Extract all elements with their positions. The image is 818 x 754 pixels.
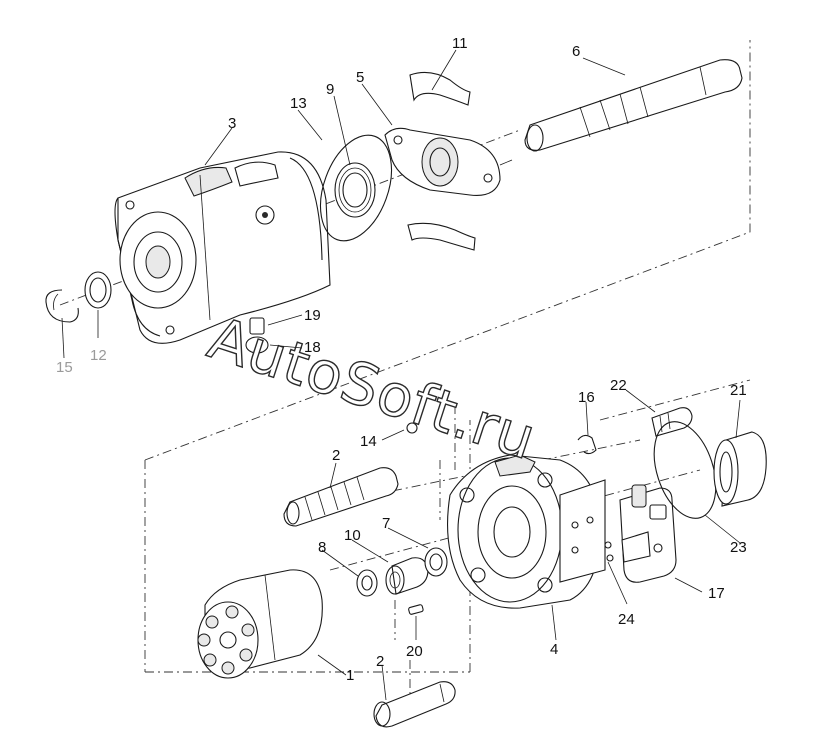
bushing: [713, 431, 767, 507]
callout-23: 23: [730, 539, 747, 556]
large-o-ring: [653, 421, 717, 519]
o-ring-small: [406, 422, 418, 434]
plug-small: [604, 541, 614, 562]
callout-17: 17: [708, 585, 725, 602]
callout-11: 11: [452, 35, 468, 52]
bearing-bracket: [384, 127, 513, 196]
thrust-washer: [356, 569, 378, 597]
clamp-halves: [407, 71, 476, 251]
compensator-valve: [619, 484, 677, 583]
control-spool: [283, 467, 399, 527]
pump-housing: [114, 151, 331, 344]
callout-21: 21: [730, 382, 747, 399]
callout-5: 5: [356, 69, 364, 86]
retaining-ring: [424, 547, 448, 577]
shaft-seal: [84, 271, 112, 309]
small-fittings: [245, 317, 269, 354]
callout-13: 13: [290, 95, 307, 112]
callout-4: 4: [550, 641, 558, 658]
ball-bearing: [334, 162, 376, 218]
callout-2-lower: 2: [376, 653, 384, 670]
callout-12: 12: [90, 347, 107, 364]
callout-24: 24: [618, 611, 635, 628]
control-piston: [373, 681, 456, 728]
dowel-pin: [408, 604, 424, 615]
callout-1: 1: [346, 667, 354, 684]
callout-6: 6: [572, 43, 580, 60]
splined-shaft: [524, 59, 743, 152]
snap-ring: [45, 289, 79, 323]
callout-2-upper: 2: [332, 447, 340, 464]
callout-16: 16: [578, 389, 595, 406]
gasket-ring: [319, 134, 393, 242]
callout-9: 9: [326, 81, 334, 98]
callout-7: 7: [382, 515, 390, 532]
callout-8: 8: [318, 539, 326, 556]
cylinder-block: [197, 569, 323, 679]
end-cover: [446, 454, 606, 609]
callout-20: 20: [406, 643, 423, 660]
callout-3: 3: [228, 115, 236, 132]
callout-15: 15: [56, 359, 73, 376]
callout-22: 22: [610, 377, 627, 394]
clip: [577, 434, 597, 455]
callout-19: 19: [304, 307, 321, 324]
callout-10: 10: [344, 527, 361, 544]
callout-labels: 3 13 9 5 11 6 15 12 19 18 14 2 8 10 7 1 …: [56, 35, 747, 684]
leader-lines: [61, 49, 741, 701]
needle-bearing: [385, 557, 429, 595]
callout-18: 18: [304, 339, 321, 356]
callout-14: 14: [360, 433, 377, 450]
